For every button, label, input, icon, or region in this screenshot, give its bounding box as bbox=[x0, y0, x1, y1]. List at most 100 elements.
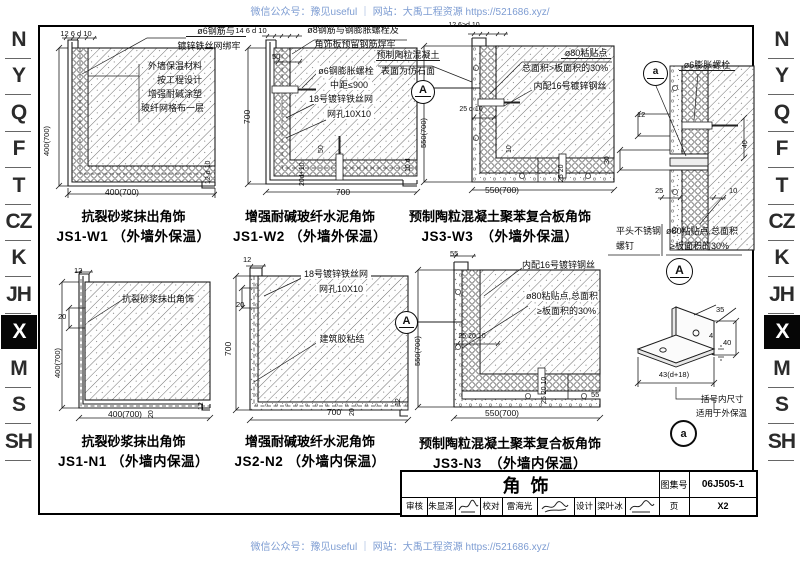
js1w1-insulation-label-1: 外墙保温材料 bbox=[148, 61, 203, 71]
atlas-no-label: 图集号 bbox=[660, 480, 688, 490]
index-tab-right-jh: JH bbox=[763, 277, 800, 314]
check-label: 校对 bbox=[482, 501, 500, 511]
js1w1-dim-top: 12 6 d 10 bbox=[60, 29, 92, 38]
index-tab-left-x-active: X bbox=[1, 315, 37, 349]
title-block-hline bbox=[402, 497, 756, 498]
detail-marker-line bbox=[646, 78, 665, 80]
bracket-dim-35: 35 bbox=[716, 305, 725, 314]
js3w3-dim-mid: 25 d 10 bbox=[459, 106, 483, 113]
js3n3-dim-mid: 25 20 10 bbox=[458, 333, 486, 340]
index-tab-left-f: F bbox=[0, 131, 37, 168]
index-tab-left-sh: SH bbox=[0, 424, 37, 461]
title-block-vline bbox=[595, 497, 596, 515]
caption-js1n1-code: JS1-N1 （外墙内保温） bbox=[57, 454, 210, 469]
index-tab-right-s: S bbox=[763, 387, 800, 424]
detaila-screw-label-2: 螺钉 bbox=[616, 241, 635, 251]
bracket-note-2: 适用于外保温 bbox=[696, 408, 748, 418]
js1n1-dim-r12: 12 bbox=[198, 402, 205, 410]
title-block-vline bbox=[502, 497, 503, 515]
js3w3-dim-v2520: 25 20 bbox=[558, 164, 565, 182]
caption-js2n2-code: JS2-N2 （外墙内保温） bbox=[234, 454, 386, 469]
js1w2-dim-top: 14 6 d 10 bbox=[235, 26, 267, 35]
title-block-vline bbox=[427, 497, 428, 515]
js1w2-bolt-label-1: ø6钢膨胀螺栓 bbox=[316, 66, 376, 77]
bracket-dim-43: 43(d+18) bbox=[658, 370, 690, 379]
section-marker-line bbox=[414, 96, 432, 98]
js1w2-anchor-label-2: 角饰板预留钢筋焊牢 bbox=[314, 39, 396, 49]
detail-marker-letter: a bbox=[680, 427, 687, 440]
detail-marker-a-top: a bbox=[643, 61, 668, 86]
js2n2-dim-20: 20 bbox=[236, 300, 245, 309]
page-label: 页 bbox=[669, 501, 679, 511]
bracket-note-1: 括号内尺寸 bbox=[701, 394, 744, 404]
index-tab-right-sh: SH bbox=[763, 424, 800, 461]
js1w1-mesh-label-2: 镀锌铁丝网绑牢 bbox=[177, 41, 241, 51]
title-block-vline bbox=[574, 497, 575, 515]
js2n2-dim-r12: 12 bbox=[395, 398, 402, 406]
js2n2-mesh-label-1: 18号镀锌铁丝网 bbox=[301, 269, 371, 280]
js3w3-panel-label-1: 预制陶粒混凝土 bbox=[376, 50, 440, 62]
index-tab-right-y: Y bbox=[763, 58, 800, 95]
js1n1-dim-top: 12 bbox=[74, 266, 83, 275]
section-marker-letter: A bbox=[402, 314, 411, 327]
index-tab-left-m: M bbox=[0, 351, 37, 388]
js2n2-dim-b20: 20 bbox=[349, 408, 356, 416]
js2n2-dim-bottom: 700 bbox=[326, 407, 342, 417]
js3n3-dim-r55: 55 bbox=[591, 390, 600, 399]
js3w3-glue-label-1: ø80粘贴点 bbox=[561, 48, 611, 60]
js1w2-dim-v20: 20d+10 bbox=[299, 162, 306, 186]
js1w2-anchor-label-1: ø8钢筋与钢膨胀螺栓及 bbox=[307, 25, 399, 35]
index-tab-right-cz: CZ bbox=[763, 204, 800, 241]
js3n3-glue-label-2: ≥板面积的30% bbox=[536, 306, 597, 317]
title-block-vline bbox=[625, 497, 626, 515]
js1w1-insulation-label-3: 增强耐碱涂塑 bbox=[148, 89, 203, 99]
index-tab-left-q: Q bbox=[0, 95, 37, 132]
detail-marker-a-bottom: a bbox=[670, 420, 697, 447]
detaila-dim-10: 10 bbox=[729, 186, 738, 195]
detaila-dim-40: 40 bbox=[742, 140, 749, 148]
js1w2-dim-bottom: 700 bbox=[335, 187, 351, 197]
js3w3-dim-left: 550(700) bbox=[419, 117, 428, 148]
check-signature bbox=[541, 501, 569, 513]
js1w2-dim-left: 700 bbox=[242, 109, 252, 124]
js3w3-dim-top: 12 6>d 10 bbox=[448, 22, 480, 29]
check-name: 雷海光 bbox=[506, 501, 533, 511]
js1n1-dim-b20: 20 bbox=[148, 410, 155, 418]
js3w3-wire-label: 内配16号镀锌钢丝 bbox=[533, 81, 607, 91]
section-marker-line bbox=[670, 276, 689, 278]
section-marker-letter: A bbox=[675, 262, 684, 277]
sheet-title: 角饰 bbox=[502, 475, 559, 496]
atlas-no-value: 06J505-1 bbox=[701, 479, 745, 490]
review-signature bbox=[458, 499, 479, 513]
js1w2-mesh-label-1: 18号镀锌铁丝网 bbox=[306, 94, 376, 105]
js1n1-dim-left: 400(700) bbox=[53, 347, 62, 378]
index-tab-right-n: N bbox=[763, 22, 800, 59]
js1n1-dim-bottom: 400(700) bbox=[107, 409, 143, 419]
sheet-frame bbox=[38, 25, 754, 515]
index-tab-left-cz: CZ bbox=[0, 204, 37, 241]
index-tab-right-m: M bbox=[763, 351, 800, 388]
index-tab-left-y: Y bbox=[0, 58, 37, 95]
index-tab-right-f: F bbox=[763, 131, 800, 168]
js3n3-dim-top: 55 bbox=[450, 249, 459, 258]
js1w1-insulation-label-2: 按工程设计 bbox=[157, 75, 203, 85]
caption-js1w2-code: JS1-W2 （外墙外保温） bbox=[232, 229, 388, 244]
js3n3-dim-left: 550(700) bbox=[413, 335, 422, 366]
js3n3-dim-bottom: 550(700) bbox=[484, 408, 520, 418]
review-label: 审核 bbox=[405, 501, 423, 511]
title-block-vline bbox=[659, 472, 660, 515]
title-block-vline bbox=[689, 472, 690, 515]
js1w2-mesh-label-2: 网孔10X10 bbox=[324, 109, 374, 120]
detaila-glue-label-2: ≥板面积的30% bbox=[670, 241, 729, 251]
detaila-bolt-label: ø6膨胀螺栓 bbox=[679, 60, 735, 72]
js3n3-dim-vmid: 25 20 10 bbox=[541, 376, 548, 404]
section-marker-letter: A bbox=[419, 84, 427, 96]
js3n3-glue-label-1: ø80粘贴点,总面积 bbox=[525, 291, 600, 302]
title-block: 角饰 图集号 06J505-1 审核 朱显泽 校对 雷海光 设计 梁叶冰 页 X… bbox=[400, 470, 758, 517]
page-number: X2 bbox=[717, 501, 729, 511]
index-tab-right-k: K bbox=[763, 240, 800, 277]
review-name: 朱显泽 bbox=[428, 501, 454, 511]
watermark-top: 微信公众号：豫见useful ｜ 网站：大禹工程资源 https://52168… bbox=[250, 7, 550, 18]
design-name: 梁叶冰 bbox=[597, 501, 623, 511]
